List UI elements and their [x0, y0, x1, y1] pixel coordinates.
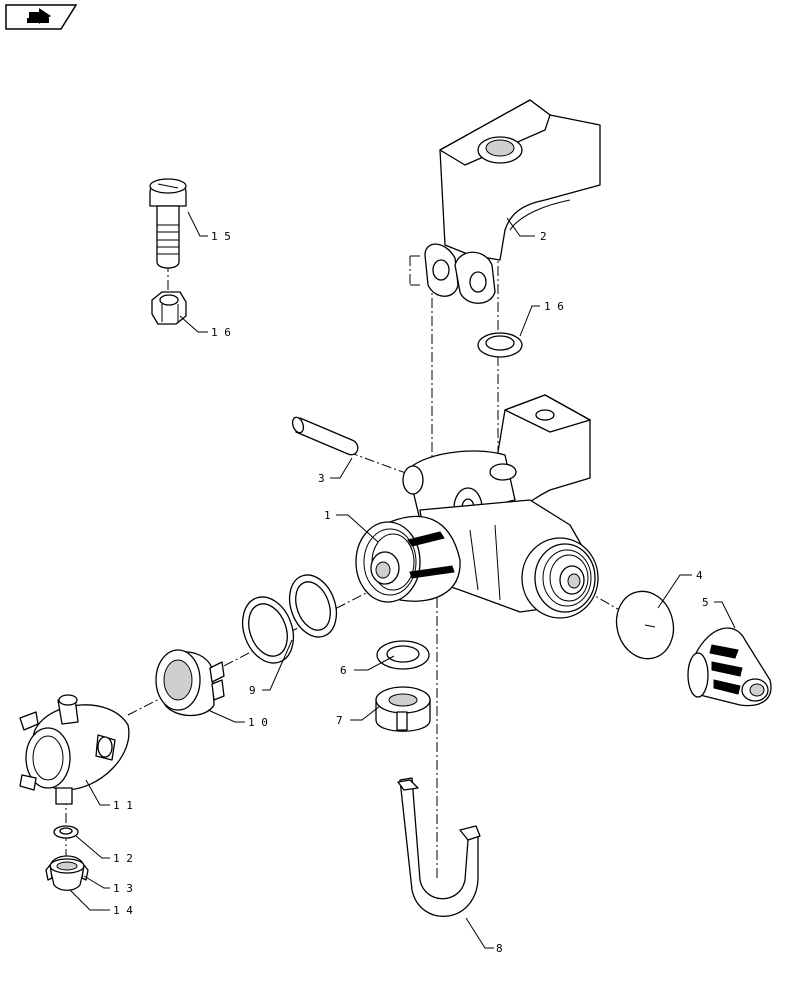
callout-11: 1 1	[113, 799, 133, 812]
callout-14: 1 4	[113, 904, 133, 917]
part-16-washer	[477, 332, 523, 358]
callout-10: 1 0	[248, 716, 268, 729]
callout-13: 1 3	[113, 882, 133, 895]
callout-9: 9	[249, 684, 256, 697]
callout-3: 3	[318, 472, 325, 485]
part-10-plug	[155, 649, 225, 717]
part-4-disc	[615, 590, 675, 660]
part-6-washer	[376, 640, 430, 670]
part-11-nozzle-body	[19, 694, 130, 805]
part-12-washer	[53, 825, 79, 839]
callout-5: 5	[702, 596, 709, 609]
part-8-clip	[397, 777, 481, 917]
callout-16-nut: 1 6	[211, 326, 231, 339]
part-13-14-tip-cap	[45, 855, 89, 891]
callout-1: 1	[324, 509, 331, 522]
leader-lines	[69, 211, 736, 949]
part-2-yoke-arm	[424, 99, 601, 304]
callout-12: 1 2	[113, 852, 133, 865]
callout-4: 4	[696, 569, 703, 582]
callout-6: 6	[340, 664, 347, 677]
callout-16-washer: 1 6	[544, 300, 564, 313]
part-5-cone-cap	[687, 627, 772, 707]
next-page-button[interactable]	[5, 4, 77, 30]
part-16-nut	[151, 291, 187, 325]
part-15-bolt	[149, 178, 187, 269]
part-9-rings	[241, 574, 338, 664]
callout-labels: 2 1 5 1 6 1 6 3 1 4 5 6 7 9 1 0 1 1 1 2 …	[113, 230, 709, 955]
part-1-valve-body	[355, 499, 599, 619]
callout-8: 8	[496, 942, 503, 955]
callout-7: 7	[336, 714, 343, 727]
part-3-pin	[291, 416, 359, 456]
callout-15: 1 5	[211, 230, 231, 243]
part-7-spacer	[375, 686, 431, 732]
callout-2: 2	[540, 230, 547, 243]
next-page-arrow-icon	[27, 8, 51, 24]
